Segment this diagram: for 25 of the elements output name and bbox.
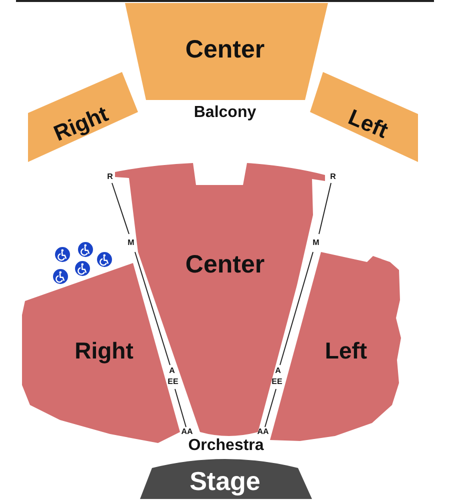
seating-section	[22, 263, 180, 443]
balcony-section	[125, 3, 328, 100]
section-label: Left	[345, 106, 391, 142]
row-label: AA	[181, 428, 193, 436]
row-label: M	[312, 239, 320, 247]
row-label: M	[128, 239, 134, 247]
row-label: R	[330, 173, 336, 181]
stage-label: Stage	[190, 468, 260, 494]
row-label: A	[169, 367, 175, 375]
row-label: AA	[257, 428, 269, 436]
balcony-section	[310, 72, 418, 162]
level-label: Balcony	[194, 105, 256, 121]
balcony-section	[28, 72, 138, 162]
seating-section	[270, 252, 401, 441]
row-label: EE	[168, 378, 178, 386]
row-label: R	[107, 173, 113, 181]
level-label: Orchestra	[188, 438, 264, 454]
row-label: A	[275, 367, 281, 375]
section-label: Right	[50, 102, 112, 146]
section-label: Center	[185, 252, 265, 278]
stage	[140, 459, 312, 499]
section-label: Right	[74, 340, 134, 362]
section-label: Left	[324, 340, 368, 362]
row-label: EE	[272, 378, 282, 386]
section-label: Center	[185, 38, 265, 62]
